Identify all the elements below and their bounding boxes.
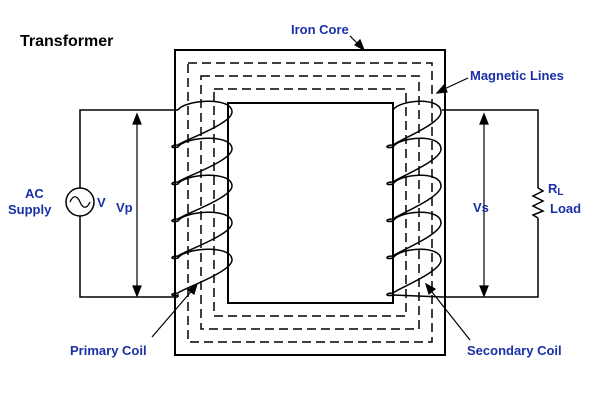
secondary-coil-leader — [427, 286, 471, 341]
primary-coil-label: Primary Coil — [70, 343, 147, 358]
ac-supply-label-line1: AC — [25, 186, 44, 201]
iron-core-label: Iron Core — [291, 22, 349, 37]
primary-coil-winding — [171, 100, 233, 297]
primary-bottom-wire — [79, 216, 178, 298]
flux-line — [187, 62, 433, 343]
iron-core-window — [227, 102, 394, 304]
flux-line — [213, 88, 407, 317]
magnetic-flux-lines — [187, 62, 433, 343]
vs-arrow — [479, 112, 489, 298]
rl-label: RL — [548, 181, 564, 198]
magnetic-lines-label: Magnetic Lines — [470, 68, 564, 83]
secondary-coil-winding — [386, 100, 443, 298]
primary-coil-leader — [151, 286, 196, 338]
load-label: Load — [550, 201, 581, 216]
ac-supply-label-line2: Supply — [8, 202, 52, 217]
vs-label: Vs — [473, 200, 489, 215]
leader-lines — [151, 35, 471, 341]
secondary-bottom-wire — [442, 218, 539, 298]
secondary-top-wire — [442, 109, 539, 188]
vp-label: Vp — [116, 200, 133, 215]
source-voltage-label: V — [97, 195, 106, 210]
rl-subscript: L — [557, 187, 563, 198]
flux-line — [200, 75, 420, 330]
sine-wave-icon — [69, 196, 91, 208]
secondary-coil — [386, 100, 443, 298]
primary-top-wire — [79, 109, 178, 188]
diagram-title: Transformer — [20, 33, 113, 50]
secondary-coil-label: Secondary Coil — [467, 343, 562, 358]
ac-source-symbol — [65, 187, 95, 217]
vp-arrow — [132, 112, 142, 298]
secondary-circuit-wires — [442, 109, 539, 298]
primary-coil — [171, 100, 233, 297]
load-resistor-icon — [531, 187, 545, 219]
iron-core-outer — [174, 49, 446, 356]
primary-circuit-wires — [79, 109, 178, 298]
